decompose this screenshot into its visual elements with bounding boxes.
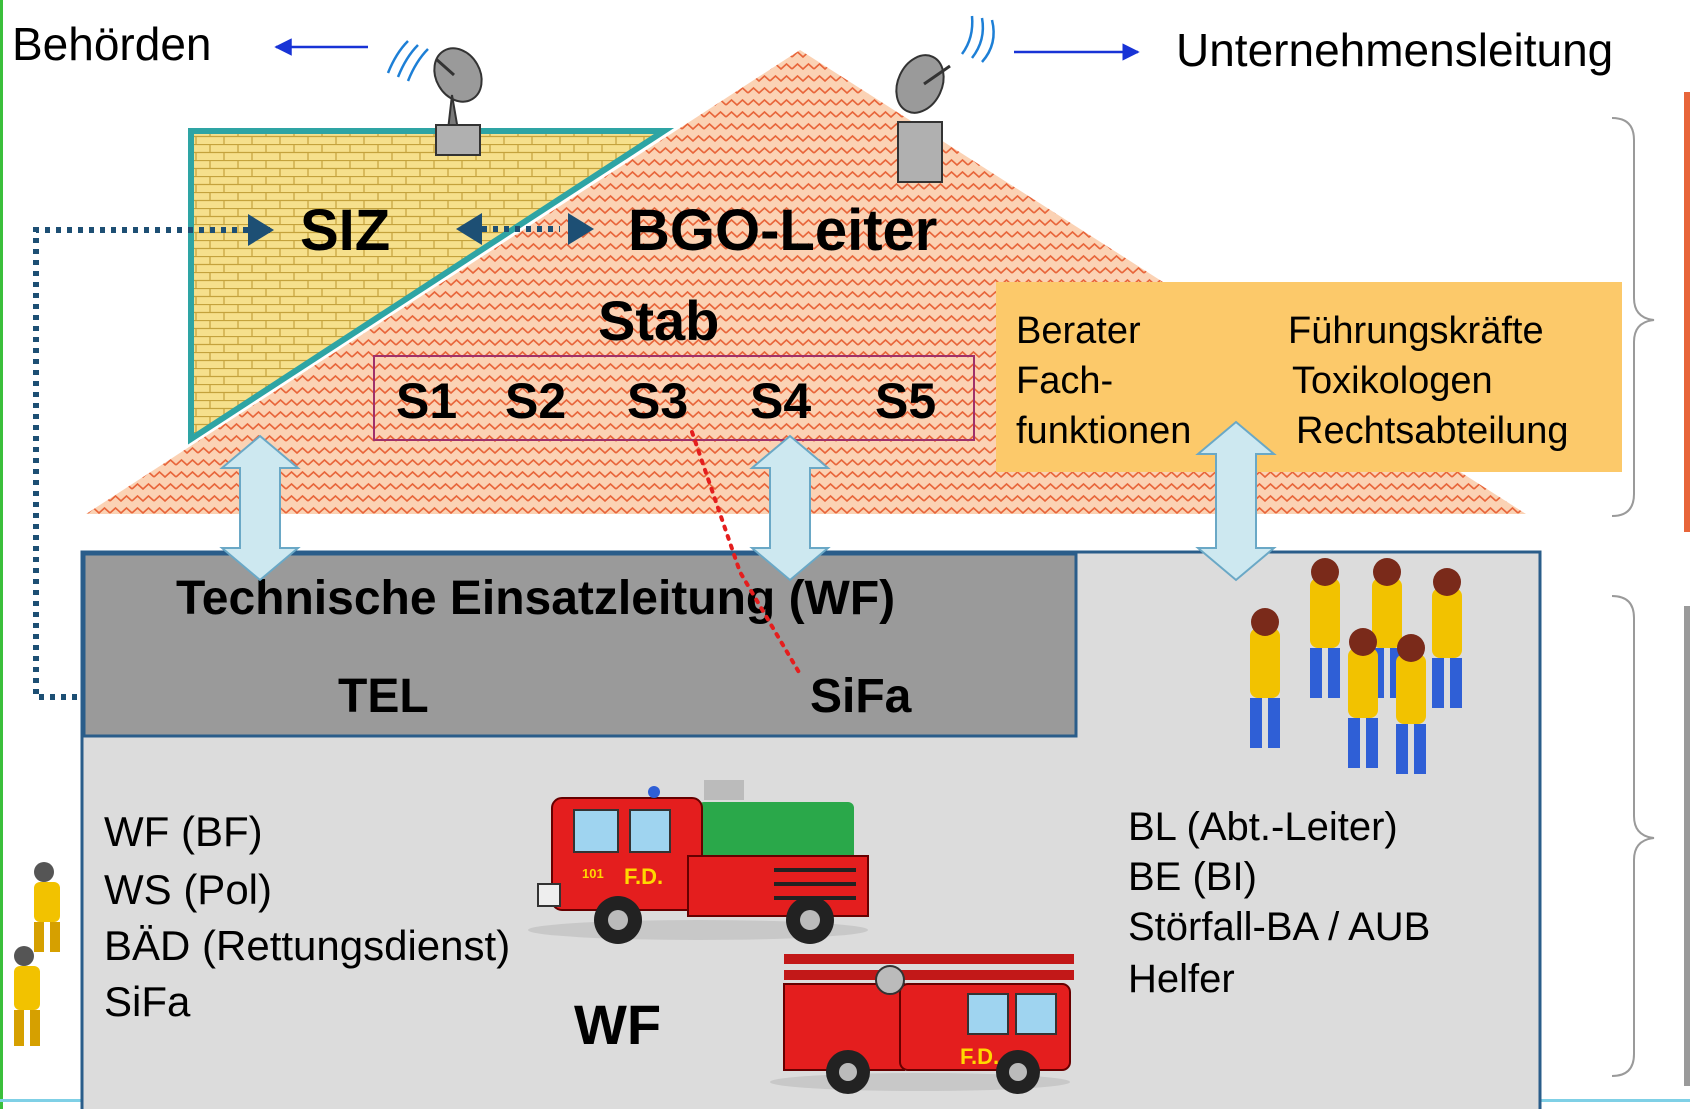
unit-item: Helfer xyxy=(1128,957,1235,1001)
siz-panel xyxy=(188,128,675,445)
advisor-box xyxy=(996,282,1622,472)
management-label: Unternehmensleitung xyxy=(1176,24,1613,76)
unit-item: BE (BI) xyxy=(1128,855,1257,899)
unit-item: Störfall-BA / AUB xyxy=(1128,905,1430,949)
unit-item: BÄD (Rettungsdienst) xyxy=(104,922,510,969)
advisor-item: funktionen xyxy=(1016,410,1191,452)
double-arrow-left xyxy=(219,434,301,582)
right-orange-bar xyxy=(1684,92,1690,532)
staff-unit-s5: S5 xyxy=(875,373,936,429)
fire-truck-icon: F.D. xyxy=(770,954,1074,1094)
tel-label: TEL xyxy=(338,670,429,723)
building-brace xyxy=(1611,595,1655,1077)
sifa-label: SiFa xyxy=(810,670,912,723)
dotted-line-s3-sifa xyxy=(690,430,802,676)
advisor-item: Führungskräfte xyxy=(1288,310,1544,352)
staff-units: S1 S2 S3 S4 S5 xyxy=(396,373,936,429)
advisor-item: Berater xyxy=(1016,310,1141,352)
unit-item: WF (BF) xyxy=(104,808,263,855)
staff-units-box xyxy=(373,355,975,441)
firefighters-group-icon xyxy=(1250,558,1462,774)
satellite-dish-icon xyxy=(386,40,483,156)
double-arrow-right xyxy=(1195,420,1277,582)
right-grey-bar xyxy=(1684,606,1690,1086)
truck-number: 101 xyxy=(582,866,604,881)
tel-box xyxy=(82,552,1078,738)
unit-item: BL (Abt.-Leiter) xyxy=(1128,805,1398,849)
arrowhead-left xyxy=(456,213,482,245)
fire-truck-icon: 101 F.D. xyxy=(528,780,869,944)
bgo-leiter-label: BGO-Leiter xyxy=(628,198,937,263)
staff-unit-s1: S1 xyxy=(396,373,457,429)
unit-item: WS (Pol) xyxy=(104,866,272,913)
truck-mark: F.D. xyxy=(960,1044,999,1069)
authorities-label: Behörden xyxy=(12,18,212,70)
left-edge-line xyxy=(0,0,3,1109)
double-arrow-middle xyxy=(749,434,831,582)
roof-brace xyxy=(1611,117,1655,517)
stab-label: Stab xyxy=(598,289,719,352)
tel-box-title: Technische Einsatzleitung (WF) xyxy=(176,572,895,625)
staff-unit-s2: S2 xyxy=(505,373,566,429)
arrowhead-right xyxy=(568,213,594,245)
wf-label: WF xyxy=(574,993,661,1056)
truck-mark: F.D. xyxy=(624,864,663,889)
advisor-item: Toxikologen xyxy=(1292,360,1493,402)
staff-unit-s3: S3 xyxy=(627,373,688,429)
firefighter-icon xyxy=(34,862,60,952)
staff-unit-s4: S4 xyxy=(750,373,811,429)
arrowhead-siz xyxy=(248,214,274,246)
advisor-item: Rechtsabteilung xyxy=(1296,410,1569,452)
unit-item: SiFa xyxy=(104,978,191,1025)
siz-label: SIZ xyxy=(300,198,390,263)
firefighter-icon xyxy=(14,946,40,1046)
advisor-item: Fach- xyxy=(1016,360,1113,402)
satellite-dish-icon xyxy=(895,15,995,183)
